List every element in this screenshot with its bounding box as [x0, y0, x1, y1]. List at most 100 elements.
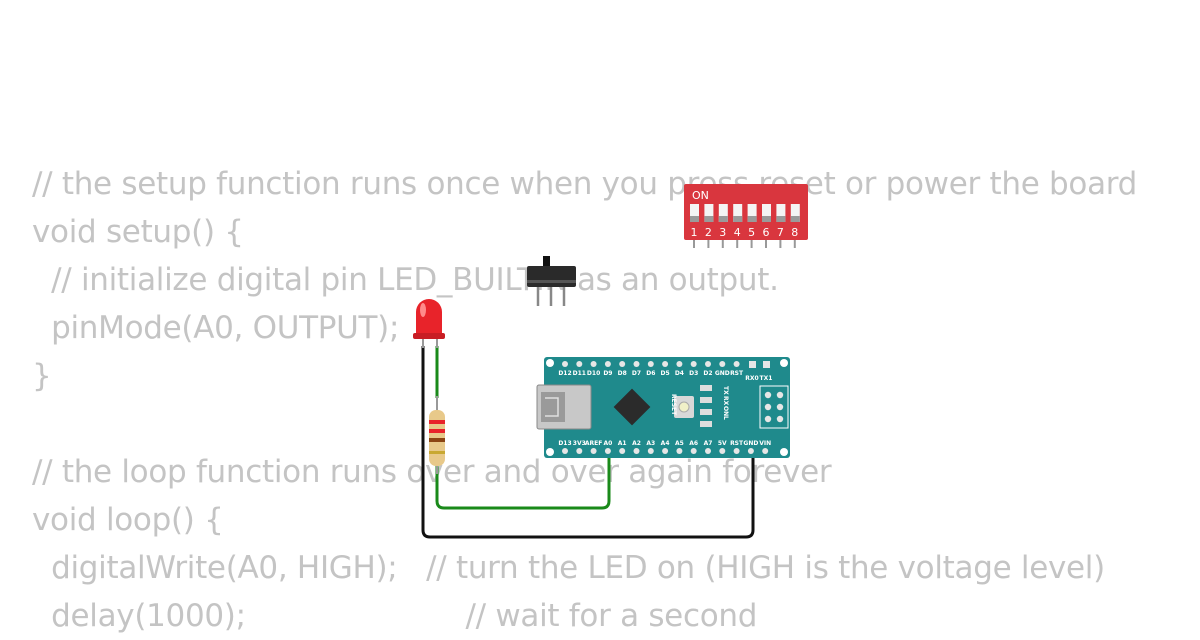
header-pin[interactable]	[733, 361, 740, 367]
red-led[interactable]	[413, 299, 445, 348]
slide-switch[interactable]	[527, 256, 576, 306]
dip-toggle[interactable]	[776, 204, 786, 222]
header-pin[interactable]	[604, 361, 611, 367]
pin-label: RST	[730, 440, 744, 447]
dip-toggle[interactable]	[747, 204, 757, 222]
pin-label: D8	[618, 370, 627, 377]
header-pin[interactable]	[690, 361, 697, 367]
pin-label: D2	[703, 370, 712, 377]
header-pin[interactable]	[763, 361, 770, 368]
header-pin[interactable]	[647, 448, 654, 454]
header-pin[interactable]	[749, 361, 756, 368]
dip-number: 4	[734, 226, 741, 239]
dip-toggle-slider	[747, 216, 757, 222]
code-line: pinMode(A0, OUTPUT);	[32, 310, 400, 346]
dip-toggle[interactable]	[690, 204, 699, 222]
header-pin[interactable]	[633, 448, 640, 454]
header-pin[interactable]	[576, 448, 583, 454]
pin-label: D6	[646, 370, 655, 377]
header-pin[interactable]	[719, 448, 726, 454]
resistor[interactable]	[429, 396, 445, 474]
usb-port	[541, 392, 565, 422]
dip-toggle-slider	[790, 216, 800, 222]
header-pin[interactable]	[619, 361, 626, 367]
header-pin[interactable]	[604, 448, 611, 454]
pin-label: D10	[587, 370, 600, 377]
led-label: L	[722, 416, 729, 420]
dip-toggle-slider	[776, 216, 786, 222]
dip-toggle-slider	[762, 216, 771, 222]
pin-label: D12	[558, 370, 571, 377]
code-line: void setup() {	[32, 214, 244, 250]
dip-toggle[interactable]	[790, 204, 800, 222]
pin-label: A6	[689, 440, 698, 447]
header-pin[interactable]	[733, 448, 740, 454]
icsp-pin[interactable]	[776, 403, 784, 411]
resistor-band	[429, 438, 445, 442]
header-pin[interactable]	[690, 448, 697, 454]
resistor-band	[429, 429, 445, 433]
reset-button[interactable]	[678, 401, 690, 413]
resistor-band	[429, 451, 445, 454]
pin-label: 3V3	[573, 440, 586, 447]
status-led	[700, 409, 712, 415]
header-pin[interactable]	[762, 448, 769, 454]
status-led	[700, 421, 712, 427]
code-line: digitalWrite(A0, HIGH); // turn the LED …	[32, 550, 1105, 586]
pin-label: A2	[632, 440, 641, 447]
code-line: void loop() {	[32, 502, 224, 538]
dip-toggle[interactable]	[733, 204, 743, 222]
slide-switch-stripe	[527, 280, 576, 283]
reset-label: RESET	[670, 394, 677, 416]
led-rim	[413, 333, 445, 339]
dip-toggle[interactable]	[704, 204, 714, 222]
mounting-hole	[546, 359, 554, 367]
pin-label: GND	[743, 440, 758, 447]
code-line: // the loop function runs over and over …	[32, 454, 832, 490]
dip-number: 2	[705, 226, 712, 239]
dip-number: 8	[791, 226, 798, 239]
ground-wire[interactable]	[421, 346, 755, 539]
dip-number: 6	[763, 226, 770, 239]
icsp-pin[interactable]	[764, 403, 772, 411]
status-led	[700, 385, 712, 391]
dip-toggle-slider	[690, 216, 699, 222]
icsp-header	[759, 385, 789, 429]
mounting-hole	[780, 448, 788, 456]
header-pin[interactable]	[633, 361, 640, 367]
dip-toggle[interactable]	[718, 204, 728, 222]
dip-toggle[interactable]	[762, 204, 771, 222]
header-pin[interactable]	[662, 361, 669, 367]
header-pin[interactable]	[719, 361, 726, 367]
pin-label: 5V	[718, 440, 727, 447]
microcontroller-chip	[613, 388, 651, 426]
side-pin-label: TX1	[760, 375, 773, 382]
header-pin[interactable]	[747, 448, 754, 454]
header-pin[interactable]	[705, 361, 711, 367]
header-pin[interactable]	[562, 361, 568, 367]
header-pin[interactable]	[705, 448, 711, 454]
icsp-pin[interactable]	[764, 391, 772, 399]
header-pin[interactable]	[647, 361, 654, 367]
header-pin[interactable]	[662, 448, 669, 454]
pin-label: A4	[661, 440, 670, 447]
signal-wire[interactable]	[435, 346, 611, 510]
header-pin[interactable]	[562, 448, 568, 454]
header-pin[interactable]	[590, 448, 597, 454]
icsp-pin[interactable]	[764, 415, 772, 423]
header-pin[interactable]	[676, 361, 683, 367]
header-pin[interactable]	[590, 361, 597, 367]
pin-label: D13	[558, 440, 571, 447]
header-pin[interactable]	[676, 448, 683, 454]
pin-label: A5	[675, 440, 684, 447]
header-pin[interactable]	[576, 361, 583, 367]
led-label: RX	[722, 396, 729, 406]
dip-number: 3	[719, 226, 726, 239]
led-label: TX	[722, 386, 729, 395]
header-pin[interactable]	[619, 448, 626, 454]
icsp-pin[interactable]	[776, 391, 784, 399]
icsp-pin[interactable]	[776, 415, 784, 423]
pin-label: A1	[618, 440, 627, 447]
